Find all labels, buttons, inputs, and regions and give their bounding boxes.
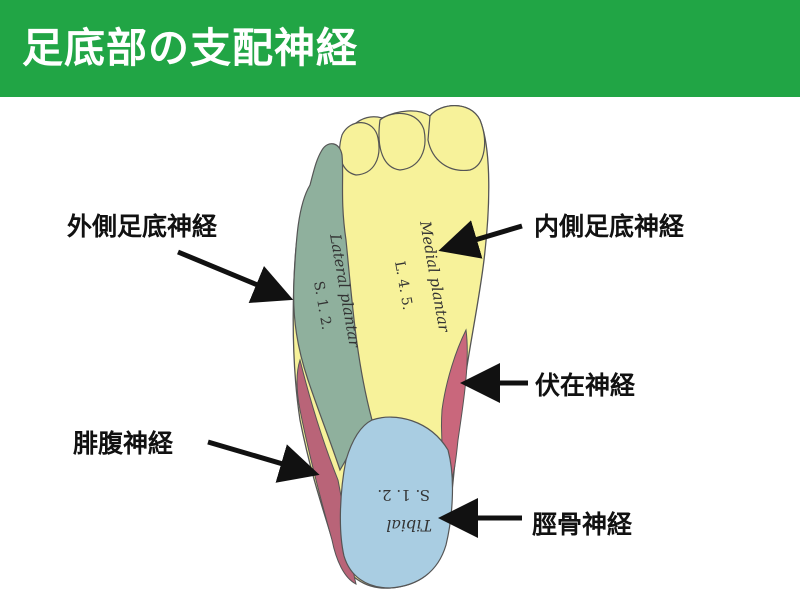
medial-arrow [438,220,523,259]
lateral-arrow [177,249,294,303]
tibial-label: 脛骨神経 [532,510,633,539]
big-toe [427,105,486,171]
title-bar: 足底部の支配神経 [0,0,800,97]
third-toe [339,122,380,176]
medial-plantar-label: 内側足底神経 [534,212,685,241]
sural-arrow [207,439,320,483]
saphenous-label: 伏在神経 [535,371,636,400]
lateral-plantar-label: 外側足底神経 [67,212,218,241]
tibial-name: Tibial [386,516,432,535]
page-title: 足底部の支配神経 [22,24,358,72]
tibial-code: S. 1. 2. [377,486,430,504]
second-toe [378,112,426,171]
lateral-plantar-region [293,143,373,472]
tibial-region [339,416,454,589]
sural-label: 腓腹神経 [73,429,174,458]
